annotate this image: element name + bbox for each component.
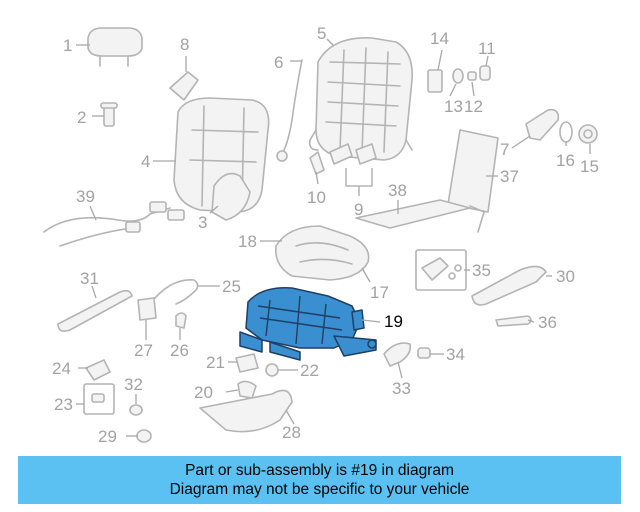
callout-17: 17 bbox=[370, 283, 389, 302]
part-34-button[interactable] bbox=[417, 347, 431, 359]
part-31-rail-trim[interactable] bbox=[57, 289, 133, 332]
callout-35: 35 bbox=[472, 261, 491, 280]
part-1-headrest[interactable] bbox=[87, 27, 143, 67]
callout-13: 13 bbox=[444, 97, 463, 116]
part-37-back-panel[interactable] bbox=[447, 129, 499, 213]
callout-20: 20 bbox=[194, 383, 213, 402]
part-36-lever[interactable] bbox=[495, 315, 532, 327]
part-6-cable[interactable] bbox=[276, 59, 303, 162]
part-11-knob[interactable] bbox=[479, 65, 491, 81]
part-15-gear[interactable] bbox=[578, 124, 598, 144]
part-23-fastener-kit[interactable] bbox=[83, 383, 115, 415]
callout-25: 25 bbox=[222, 277, 241, 296]
callout-14: 14 bbox=[430, 29, 449, 48]
part-30-side-trim[interactable] bbox=[471, 265, 547, 306]
callout-23: 23 bbox=[54, 395, 73, 414]
callout-16: 16 bbox=[556, 151, 575, 170]
part-3-side-cover[interactable] bbox=[211, 172, 251, 221]
info-banner: Part or sub-assembly is #19 in diagram D… bbox=[18, 456, 621, 504]
callout-8: 8 bbox=[180, 35, 189, 54]
part-39-harness[interactable] bbox=[43, 201, 185, 247]
callout-15: 15 bbox=[580, 157, 599, 176]
part-26-clip[interactable] bbox=[175, 312, 187, 329]
callout-7: 7 bbox=[500, 140, 509, 159]
callout-9: 9 bbox=[354, 200, 363, 219]
callout-11: 11 bbox=[478, 39, 496, 58]
callout-3: 3 bbox=[198, 213, 207, 232]
callout-10: 10 bbox=[307, 188, 326, 207]
callout-6: 6 bbox=[274, 53, 283, 72]
callout-36: 36 bbox=[538, 313, 557, 332]
callout-33: 33 bbox=[392, 379, 411, 398]
banner-line-2: Diagram may not be specific to your vehi… bbox=[169, 481, 470, 498]
callout-30: 30 bbox=[556, 267, 575, 286]
callout-29: 29 bbox=[98, 427, 117, 446]
part-20-gearbox[interactable] bbox=[237, 380, 257, 399]
callout-12: 12 bbox=[464, 97, 483, 116]
part-24-bracket[interactable] bbox=[85, 359, 111, 381]
callout-31: 31 bbox=[80, 269, 99, 288]
callout-19: 19 bbox=[384, 312, 403, 331]
part-27-bracket[interactable] bbox=[137, 297, 157, 321]
callout-numbers: 1 2 3 4 5 6 7 8 9 10 11 12 13 14 15 16 1… bbox=[52, 24, 599, 446]
callout-2: 2 bbox=[77, 108, 86, 127]
callout-5: 5 bbox=[317, 24, 326, 43]
part-16-ring[interactable] bbox=[559, 121, 573, 143]
part-22-bushing[interactable] bbox=[265, 363, 279, 377]
part-32-nut[interactable] bbox=[129, 404, 143, 416]
part-17-seat-cushion[interactable] bbox=[275, 225, 370, 281]
part-25-cable[interactable] bbox=[149, 279, 199, 305]
leader-lines bbox=[76, 38, 591, 437]
callout-21: 21 bbox=[206, 353, 225, 372]
callout-32: 32 bbox=[124, 375, 143, 394]
callout-39: 39 bbox=[76, 187, 95, 206]
part-9-clip-set[interactable] bbox=[329, 143, 377, 196]
callout-34: 34 bbox=[446, 345, 465, 364]
part-19-seat-frame-highlighted[interactable] bbox=[239, 287, 377, 361]
part-38-wire[interactable] bbox=[469, 205, 485, 233]
part-12-13-caps[interactable] bbox=[452, 68, 477, 84]
part-33-lever-cover[interactable] bbox=[383, 342, 412, 367]
banner-line-1: Part or sub-assembly is #19 in diagram bbox=[185, 462, 454, 479]
callout-27: 27 bbox=[134, 341, 153, 360]
part-2-bolt[interactable] bbox=[100, 102, 118, 127]
part-21-motor[interactable] bbox=[235, 353, 259, 373]
part-5-seatback-frame[interactable] bbox=[308, 37, 413, 161]
part-38-mat[interactable] bbox=[355, 199, 471, 229]
callout-22: 22 bbox=[300, 361, 319, 380]
callout-28: 28 bbox=[282, 423, 301, 442]
callout-24: 24 bbox=[52, 359, 71, 378]
callout-26: 26 bbox=[170, 341, 189, 360]
part-8-bracket[interactable] bbox=[169, 71, 199, 101]
part-35-switch-kit[interactable] bbox=[415, 249, 467, 291]
part-7-recliner-bracket[interactable] bbox=[525, 108, 560, 141]
callout-1: 1 bbox=[63, 36, 72, 55]
part-14-switch[interactable] bbox=[427, 69, 443, 93]
part-29-cap[interactable] bbox=[136, 429, 152, 443]
part-10-clip[interactable] bbox=[309, 151, 325, 175]
parts-diagram: 1 2 3 4 5 6 7 8 9 10 11 12 13 14 15 16 1… bbox=[43, 24, 599, 446]
callout-38: 38 bbox=[388, 181, 407, 200]
callout-4: 4 bbox=[141, 152, 150, 171]
callout-18: 18 bbox=[238, 232, 257, 251]
callout-37: 37 bbox=[500, 167, 519, 186]
